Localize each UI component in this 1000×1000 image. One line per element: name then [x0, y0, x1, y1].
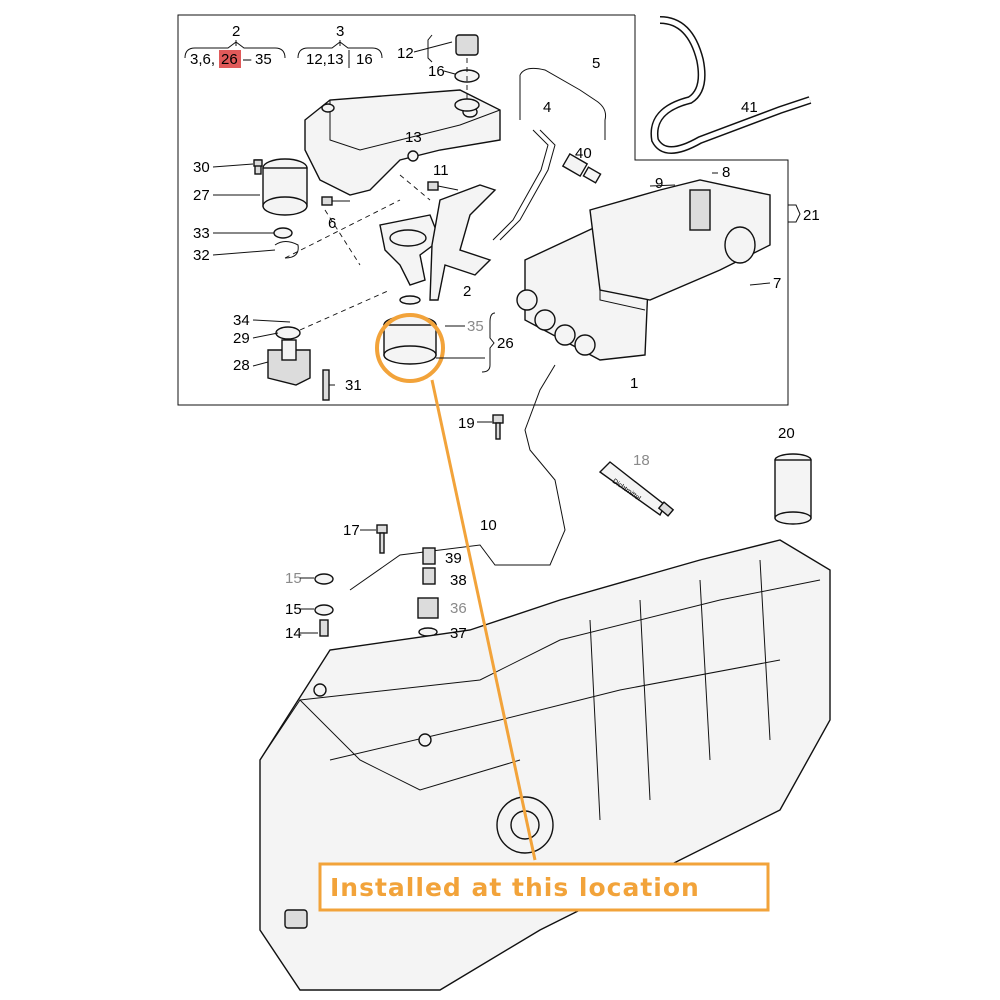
gearbox-housing — [259, 539, 831, 991]
label-35: 35 — [467, 318, 484, 335]
bearing-26 — [375, 295, 445, 383]
header-group-3: 3 12,13 16 — [297, 23, 383, 68]
label-30: 30 — [193, 159, 210, 176]
cap-and-oring — [454, 34, 480, 112]
label-2: 2 — [463, 283, 471, 300]
group-2-items-prefix: 3,6, — [190, 51, 215, 68]
group-2-items-suffix: 35 — [255, 51, 272, 68]
can-20 — [774, 453, 812, 525]
label-26: 26 — [497, 335, 514, 352]
group-2-number: 2 — [232, 23, 240, 40]
bracket-2 — [379, 184, 497, 301]
label-7: 7 — [773, 275, 781, 292]
label-11: 11 — [433, 162, 449, 179]
fitting-40 — [561, 152, 602, 184]
label-13: 13 — [405, 129, 422, 146]
label-18: 18 — [633, 452, 650, 469]
leader-lines — [284, 174, 431, 331]
part-labels: 1 2 4 5 6 7 8 9 10 11 12 13 14 15 15 16 … — [193, 45, 820, 642]
label-4: 4 — [543, 99, 551, 116]
label-27: 27 — [193, 187, 210, 204]
label-34: 34 — [233, 312, 250, 329]
label-31: 31 — [345, 377, 362, 394]
label-39: 39 — [445, 550, 462, 567]
label-40: 40 — [575, 145, 592, 162]
label-21: 21 — [803, 207, 820, 224]
label-32: 32 — [193, 247, 210, 264]
label-37: 37 — [450, 625, 467, 642]
label-38: 38 — [450, 572, 467, 589]
label-8: 8 — [722, 164, 730, 181]
callout-text: Installed at this location — [330, 873, 700, 902]
assembly-frame — [177, 14, 789, 406]
label-1: 1 — [630, 375, 638, 392]
hoses — [492, 16, 812, 241]
callout-circle — [375, 313, 445, 383]
label-leaders — [212, 34, 801, 634]
label-17: 17 — [343, 522, 360, 539]
label-16: 16 — [428, 63, 445, 80]
label-6: 6 — [328, 215, 336, 232]
label-15a: 15 — [285, 570, 302, 587]
label-28: 28 — [233, 357, 250, 374]
tube-18: Dichtmittel — [598, 461, 675, 517]
label-41: 41 — [741, 99, 758, 116]
svg-text:–: – — [243, 51, 252, 68]
label-15b: 15 — [285, 601, 302, 618]
group-3-items-left: 12,13 — [306, 51, 344, 68]
label-29: 29 — [233, 330, 250, 347]
group-2-highlight: 26 — [221, 51, 238, 68]
header-group-2: 2 3,6, 26 – 35 — [184, 23, 286, 68]
label-10: 10 — [480, 517, 497, 534]
label-20: 20 — [778, 425, 795, 442]
label-14: 14 — [285, 625, 302, 642]
highlight-box — [219, 50, 241, 68]
label-12: 12 — [397, 45, 414, 62]
label-9: 9 — [655, 175, 663, 192]
motor-27 — [254, 158, 308, 216]
hydraulic-unit — [516, 179, 771, 361]
label-5: 5 — [592, 55, 600, 72]
label-36: 36 — [450, 600, 467, 617]
label-19: 19 — [458, 415, 475, 432]
callout-leader — [430, 379, 537, 861]
group-3-items-right: 16 — [356, 51, 373, 68]
mount-28 — [267, 326, 311, 386]
bolts — [253, 159, 459, 401]
group-3-number: 3 — [336, 23, 344, 40]
callout-box: Installed at this location — [318, 862, 770, 912]
small-fasteners — [314, 414, 504, 637]
label-33: 33 — [193, 225, 210, 242]
